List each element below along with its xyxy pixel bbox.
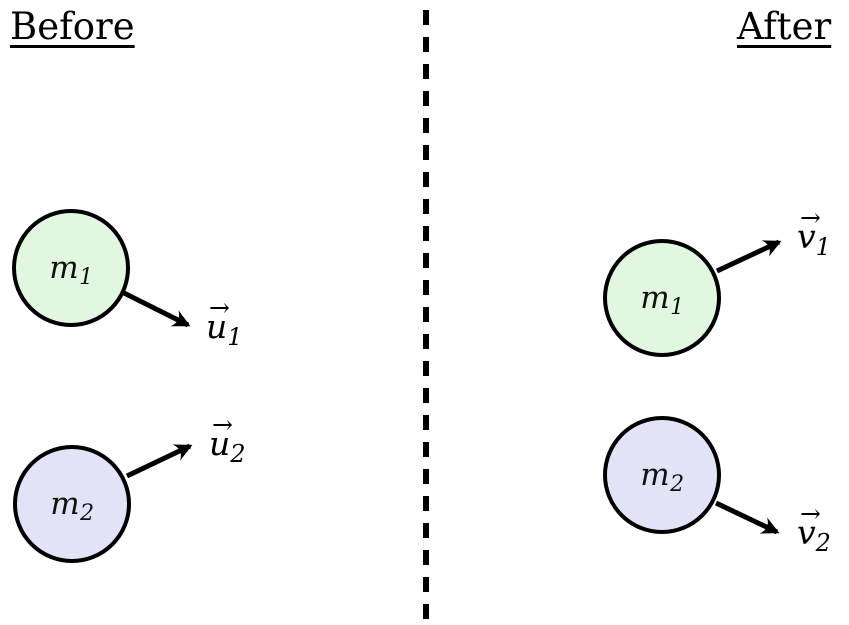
mass-m2-before-circle: m2 <box>13 445 131 563</box>
v2-vector-label: →v2 <box>797 499 831 558</box>
v1-overbar-arrow-icon: → <box>800 203 821 232</box>
u1-overbar-arrow-icon: → <box>209 293 230 322</box>
v2-overbar-arrow-icon: → <box>800 499 821 528</box>
before-heading: Before <box>10 5 135 48</box>
u1-vector-arrow <box>120 289 191 328</box>
mass-m2-after-label: m2 <box>640 456 685 497</box>
mass-m2-before-label: m2 <box>50 485 95 526</box>
mass-m1-before-circle: m1 <box>12 209 130 327</box>
u2-vector-label: →u2 <box>209 410 246 469</box>
mass-m2-after-circle: m2 <box>603 416 721 534</box>
mass-m1-after-label: m1 <box>640 279 685 320</box>
v1-vector-label: →v1 <box>797 203 831 262</box>
mass-m1-before-label: m1 <box>49 249 94 290</box>
v2-vector-arrow <box>714 500 780 535</box>
mass-m1-after-circle: m1 <box>603 239 721 357</box>
v1-vector-arrow <box>715 239 782 274</box>
u2-vector-arrow <box>125 443 193 479</box>
u1-vector-label: →u1 <box>206 293 243 352</box>
u2-overbar-arrow-icon: → <box>212 410 233 439</box>
after-heading: After <box>737 5 832 48</box>
